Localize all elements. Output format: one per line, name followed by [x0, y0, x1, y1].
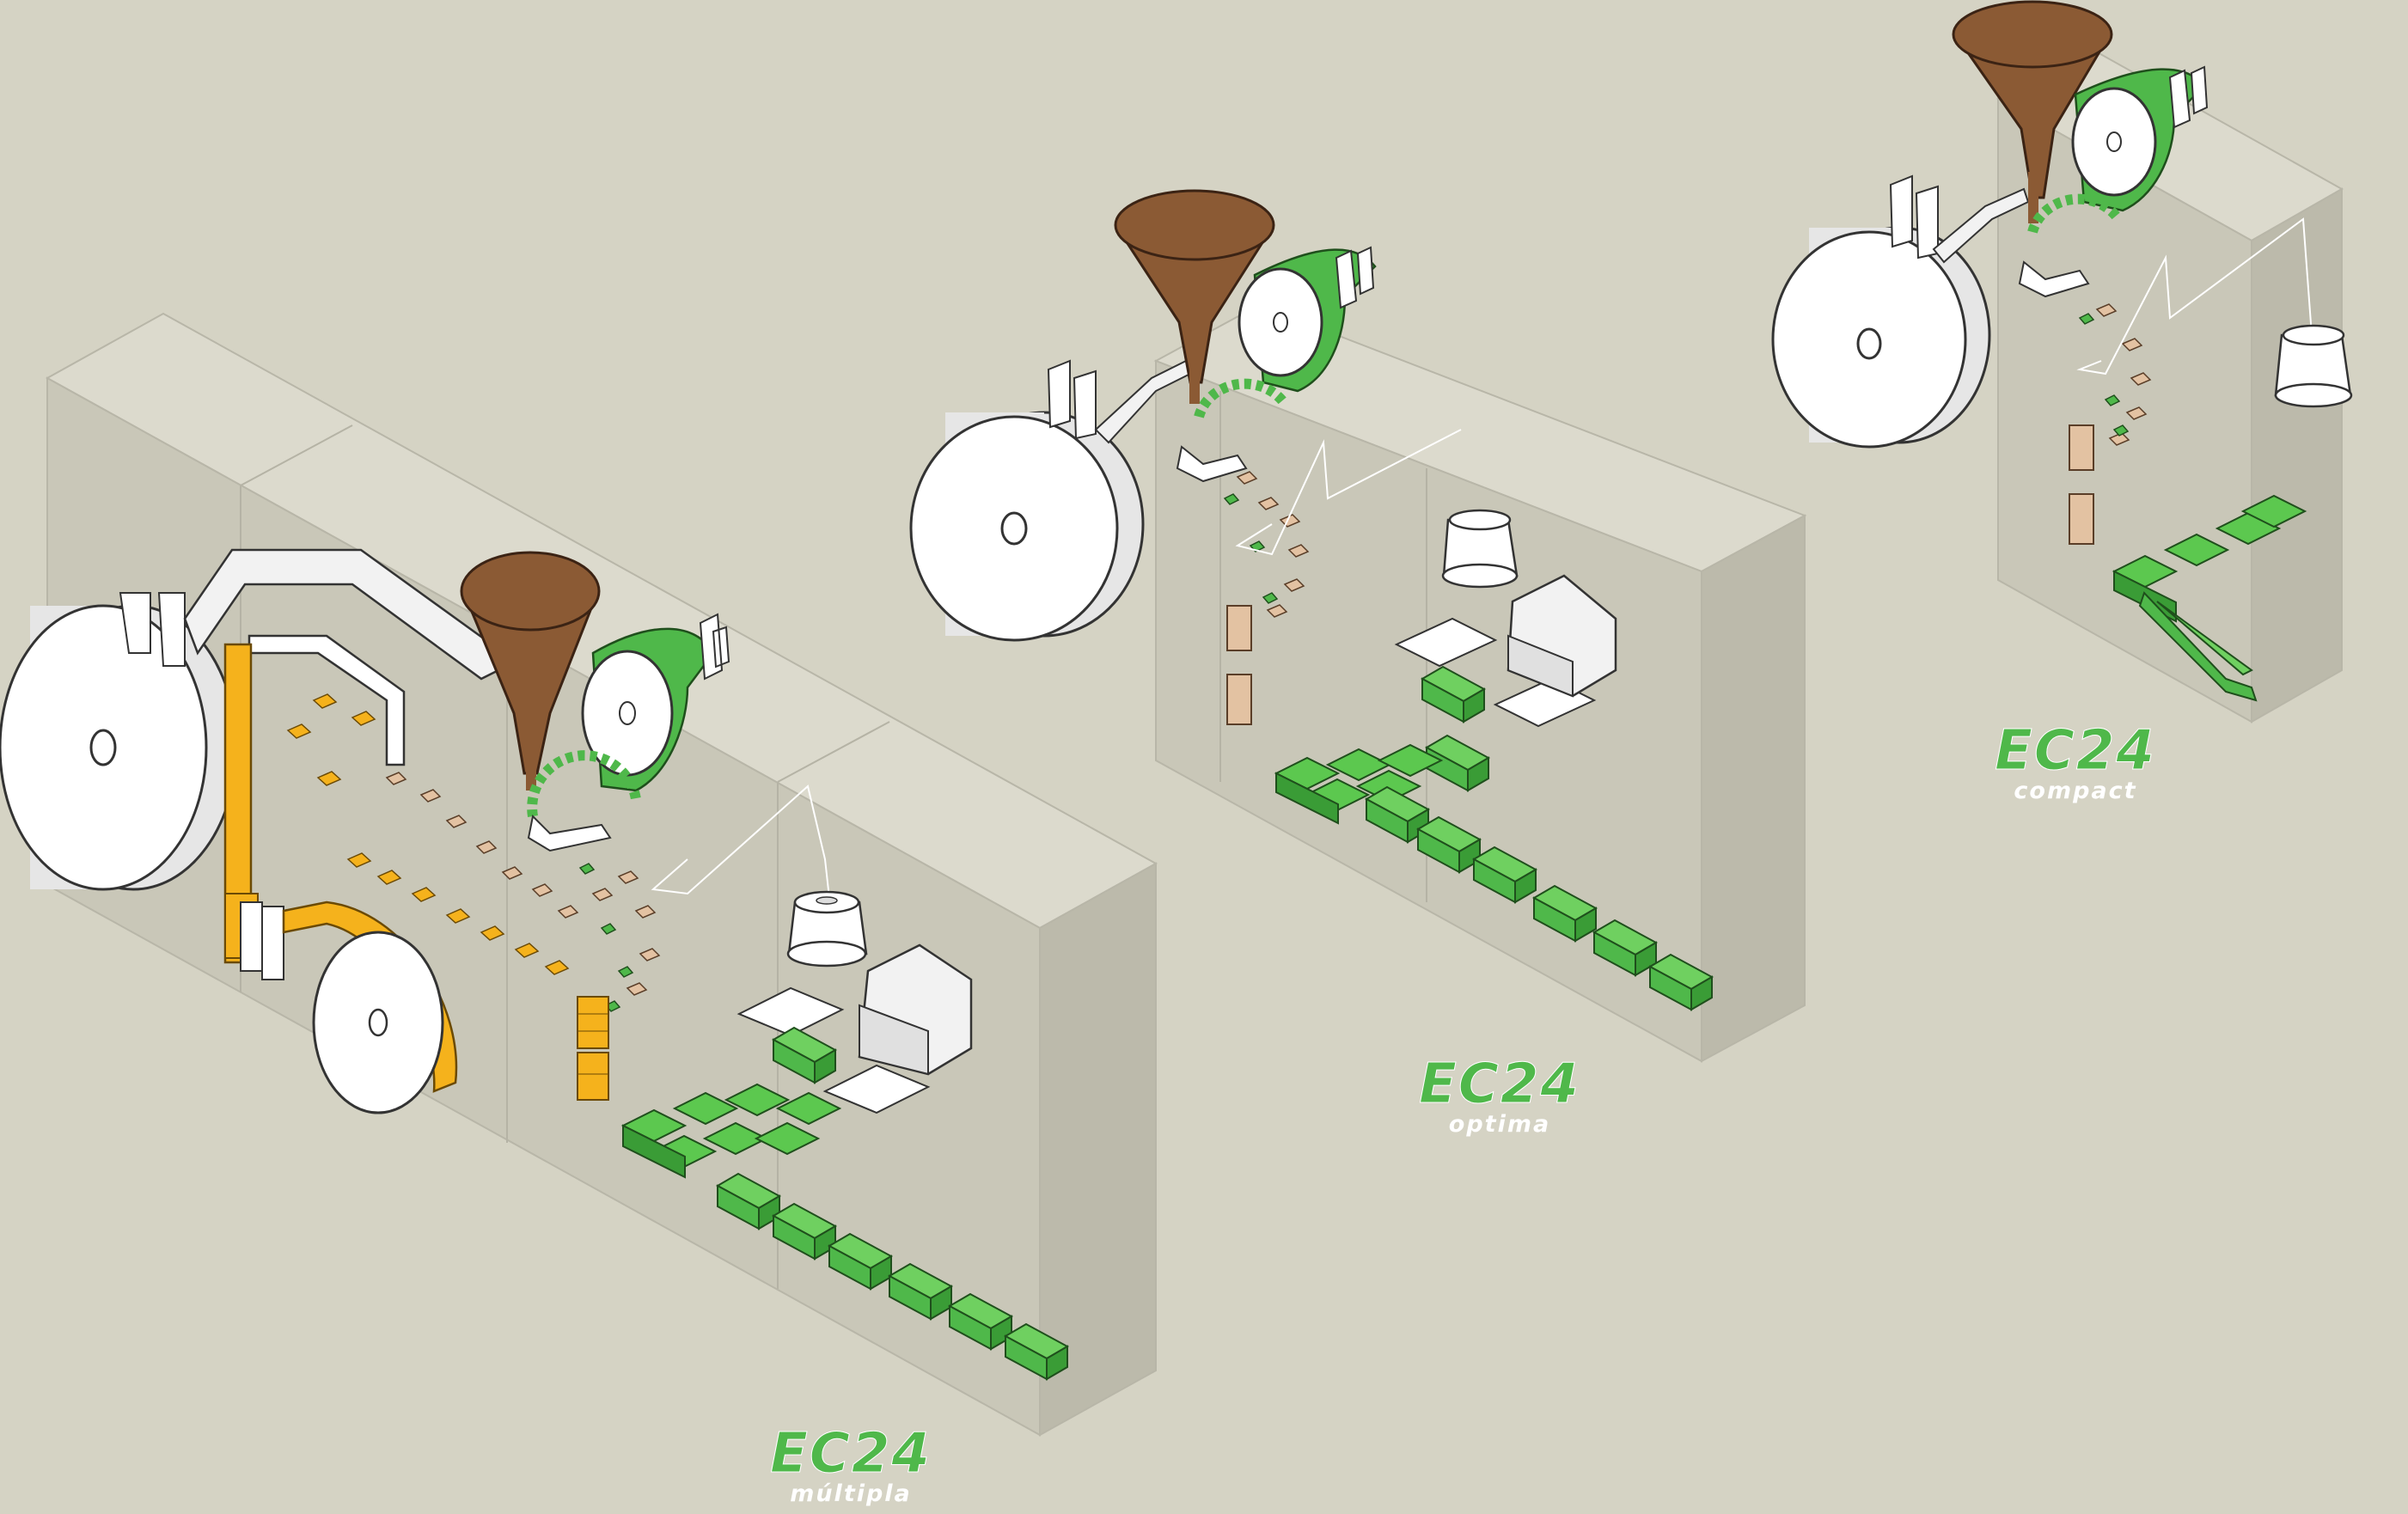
weight-icon	[1443, 510, 1517, 587]
brand-label-compact: EC24 compact	[1989, 723, 2161, 804]
machine-name: EC24	[1989, 723, 2161, 778]
machine-name: EC24	[1414, 1057, 1586, 1112]
machine-name: EC24	[756, 1426, 945, 1481]
weight-icon	[788, 892, 866, 966]
carton-stack-icon	[578, 997, 608, 1100]
brand-label-optima: EC24 optima	[1414, 1057, 1586, 1138]
weight-icon	[2276, 326, 2351, 406]
machine-compact	[1773, 2, 2351, 722]
filter-reel-icon	[911, 412, 1143, 640]
wall-side	[1702, 516, 1805, 1061]
machine-variant: compact	[1989, 778, 2161, 804]
wall-side	[2252, 189, 2342, 722]
brand-label-multipla: EC24 múltipla	[756, 1426, 945, 1507]
filter-reel-icon	[1773, 228, 1989, 447]
